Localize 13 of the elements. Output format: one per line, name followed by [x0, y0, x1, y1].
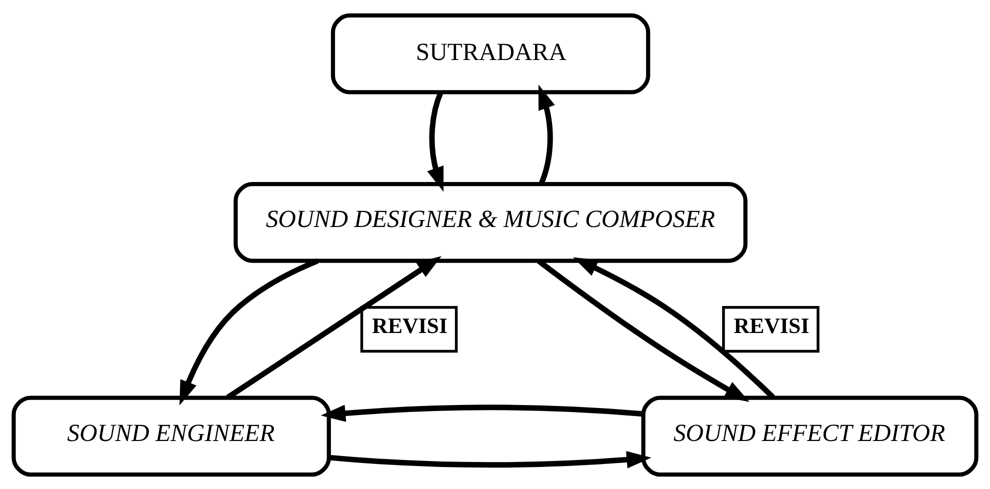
arrow [226, 256, 442, 400]
node-box: SUTRADARA [330, 12, 650, 94]
arrow [328, 450, 652, 468]
arrow [179, 258, 319, 405]
edge-label: REVISI [372, 312, 448, 338]
node-box: SOUND ENGINEER [12, 395, 331, 476]
node-box: SOUND EFFECT EDITOR [641, 395, 978, 476]
arrow [320, 404, 644, 422]
arrow [537, 258, 750, 402]
arrow [538, 84, 555, 184]
node-box: SOUND DESIGNER & MUSIC COMPOSER [234, 181, 748, 262]
edge-label: REVISI [734, 312, 810, 338]
arrow [573, 256, 775, 399]
